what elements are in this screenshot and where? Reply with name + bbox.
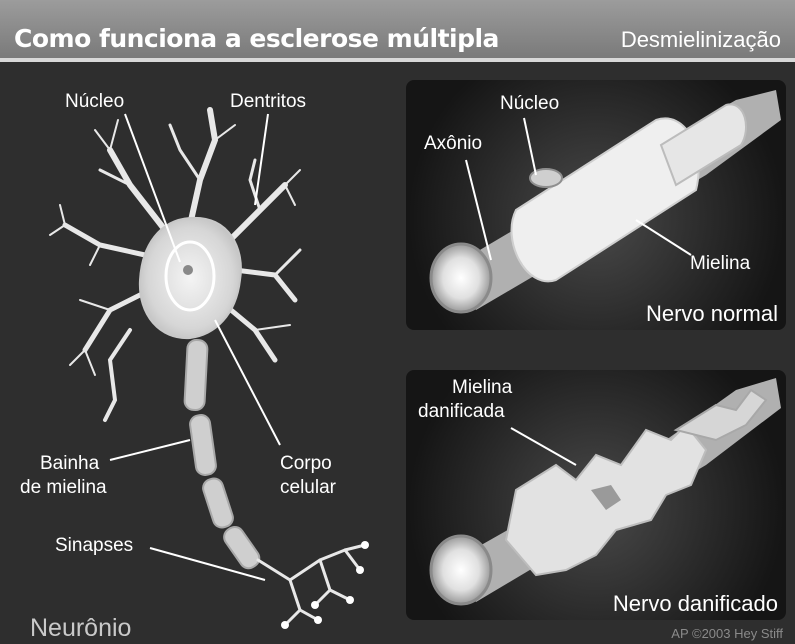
label-corpo-line1: Corpo: [280, 452, 332, 475]
label-mielina-danificada-line2: danificada: [418, 400, 505, 423]
leader-line: [110, 440, 190, 460]
label-bainha-line1: Bainha: [40, 452, 99, 475]
cell-body: [140, 218, 241, 338]
section-title: Desmielinização: [621, 27, 781, 53]
dendrite: [105, 330, 130, 420]
leader-line: [511, 428, 576, 465]
axon-cross-section: [431, 536, 491, 604]
dendrite: [255, 325, 290, 330]
label-sinapses: Sinapses: [55, 534, 133, 557]
label-bainha-line2: de mielina: [20, 476, 107, 499]
leader-line: [215, 320, 280, 445]
neuron-caption: Neurônio: [30, 614, 131, 643]
dendrite: [50, 205, 100, 265]
dendrite: [235, 270, 295, 300]
damaged-nerve-caption: Nervo danificado: [613, 592, 778, 615]
dendrite: [95, 120, 118, 150]
axon-cross-section: [431, 244, 491, 312]
axon-terminal: [258, 560, 300, 610]
leader-line: [524, 118, 536, 175]
label-mielina: Mielina: [690, 252, 750, 275]
dendrite: [170, 125, 200, 180]
label-nucleo-normal: Núcleo: [500, 92, 559, 115]
damaged-nerve-panel: Mielina danificada Nervo danificado: [406, 370, 786, 620]
dendrite: [65, 225, 145, 255]
credit-text: AP ©2003 Hey Stiff: [671, 626, 783, 641]
label-dentritos: Dentritos: [230, 90, 306, 113]
label-axonio: Axônio: [424, 132, 482, 155]
label-mielina-danificada-line1: Mielina: [452, 376, 512, 399]
dendrite: [190, 110, 215, 225]
label-corpo-line2: celular: [280, 476, 336, 499]
normal-nerve-caption: Nervo normal: [646, 302, 778, 325]
normal-nerve-illustration: [406, 80, 786, 330]
dendrite: [110, 150, 165, 230]
leader-line: [255, 114, 268, 205]
label-nucleo: Núcleo: [65, 90, 124, 113]
axon: [184, 340, 263, 572]
leader-line: [636, 220, 691, 255]
dendrite: [215, 125, 235, 140]
dendrite: [285, 170, 300, 205]
dendrite: [275, 250, 300, 275]
normal-nerve-panel: Núcleo Axônio Mielina Nervo normal: [406, 80, 786, 330]
